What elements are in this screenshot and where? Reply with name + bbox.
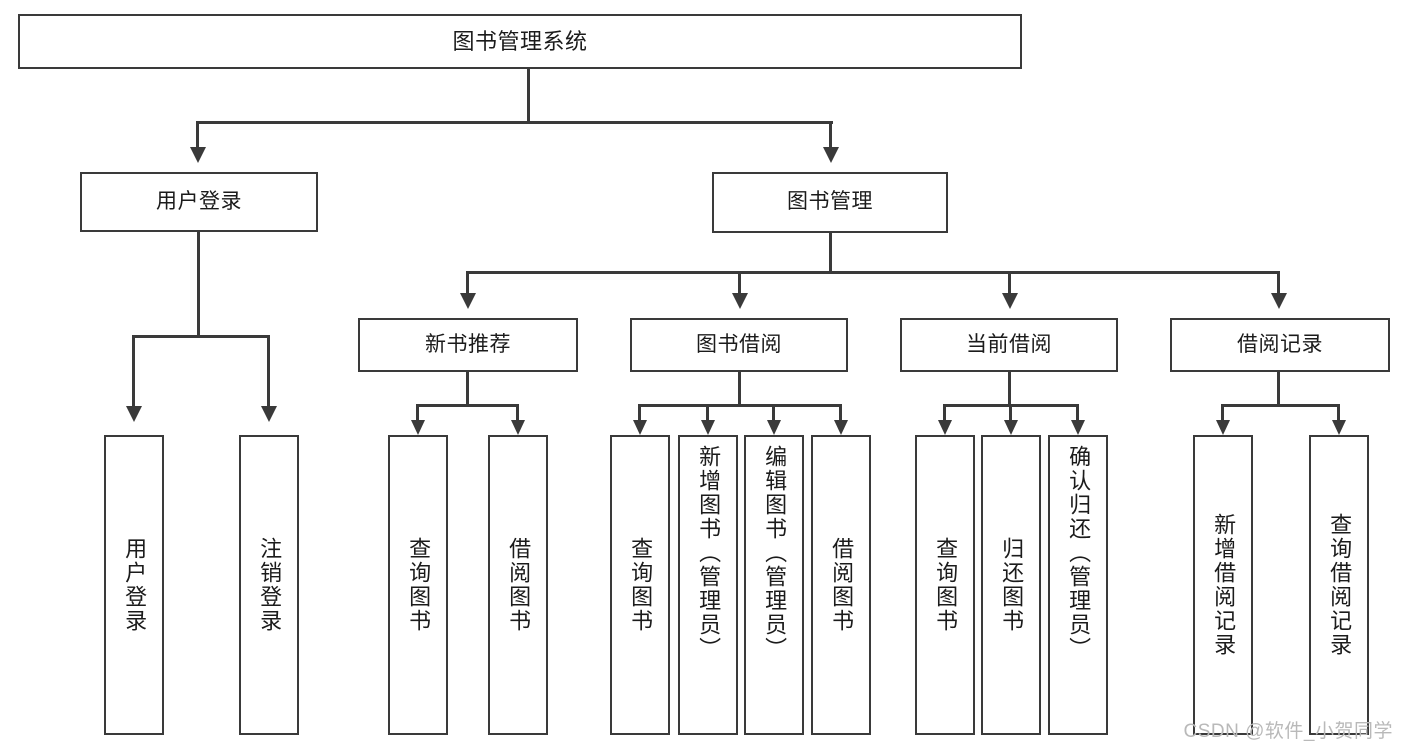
node-label: 查询图书 <box>406 537 432 633</box>
connector-user-login-to-leaf-2 <box>267 335 270 408</box>
arrow-bm-to-borrow-record <box>1271 293 1287 309</box>
node-label: 归还图书 <box>999 537 1025 633</box>
connector-bm-to-book-borrow <box>738 271 741 295</box>
node-label: 图书管理系统 <box>452 28 588 54</box>
connector-book-borrow-to-leaf-2 <box>706 404 709 422</box>
node-label: 新增借阅记录 <box>1211 513 1237 657</box>
connector-book-borrow-to-leaf-3 <box>772 404 775 422</box>
arrow-bm-to-new-book <box>460 293 476 309</box>
connector-borrow-record-to-leaf-2 <box>1337 404 1340 422</box>
node-label: 图书借阅 <box>696 332 782 356</box>
connector-root-bus <box>196 121 833 124</box>
connector-root-stem <box>527 69 530 123</box>
connector-bm-to-new-book <box>466 271 469 295</box>
arrow-new-book-to-leaf-1 <box>411 420 425 435</box>
leaf-query-borrow-record[interactable]: 查询借阅记录 <box>1309 435 1369 735</box>
connector-book-borrow-bus <box>638 404 842 407</box>
arrow-bm-to-current-borrow <box>1002 293 1018 309</box>
node-user-login[interactable]: 用户登录 <box>80 172 318 232</box>
connector-current-borrow-stem <box>1008 372 1011 406</box>
node-label: 用户登录 <box>156 189 242 213</box>
leaf-return-book[interactable]: 归还图书 <box>981 435 1041 735</box>
leaf-logout-login[interactable]: 注销登录 <box>239 435 299 735</box>
leaf-edit-book-admin[interactable]: 编辑图书（管理员） <box>744 435 804 735</box>
leaf-borrow-book-borrow[interactable]: 借阅图书 <box>811 435 871 735</box>
arrow-new-book-to-leaf-2 <box>511 420 525 435</box>
node-label: 借阅记录 <box>1237 332 1323 356</box>
connector-user-login-stem <box>197 232 200 337</box>
connector-user-login-to-leaf-1 <box>132 335 135 408</box>
leaf-confirm-return-admin[interactable]: 确认归还（管理员） <box>1048 435 1108 735</box>
connector-borrow-record-stem <box>1277 372 1280 406</box>
leaf-query-book-recommend[interactable]: 查询图书 <box>388 435 448 735</box>
node-label: 查询图书 <box>628 537 654 633</box>
connector-user-login-bus <box>132 335 270 338</box>
node-label: 新增图书（管理员） <box>696 445 722 661</box>
leaf-add-book-admin[interactable]: 新增图书（管理员） <box>678 435 738 735</box>
node-label: 注销登录 <box>257 537 283 633</box>
connector-book-management-bus <box>466 271 1280 274</box>
node-label: 当前借阅 <box>966 332 1052 356</box>
leaf-borrow-book-recommend[interactable]: 借阅图书 <box>488 435 548 735</box>
arrow-user-login-to-leaf-2 <box>261 406 277 422</box>
node-label: 用户登录 <box>122 537 148 633</box>
node-current-borrow[interactable]: 当前借阅 <box>900 318 1118 372</box>
node-label: 查询借阅记录 <box>1327 513 1353 657</box>
node-borrow-record[interactable]: 借阅记录 <box>1170 318 1390 372</box>
arrow-book-borrow-to-leaf-4 <box>834 420 848 435</box>
arrow-borrow-record-to-leaf-2 <box>1332 420 1346 435</box>
connector-borrow-record-bus <box>1221 404 1340 407</box>
connector-book-borrow-to-leaf-4 <box>839 404 842 422</box>
connector-root-to-user-login <box>196 121 199 149</box>
node-label: 新书推荐 <box>425 332 511 356</box>
leaf-query-book-current[interactable]: 查询图书 <box>915 435 975 735</box>
node-label: 图书管理 <box>787 190 873 214</box>
connector-borrow-record-to-leaf-1 <box>1221 404 1224 422</box>
node-root-system[interactable]: 图书管理系统 <box>18 14 1022 69</box>
connector-new-book-stem <box>466 372 469 406</box>
node-label: 编辑图书（管理员） <box>762 445 788 661</box>
arrow-book-borrow-to-leaf-2 <box>701 420 715 435</box>
node-label: 借阅图书 <box>506 537 532 633</box>
arrow-bm-to-book-borrow <box>732 293 748 309</box>
connector-new-book-to-leaf-2 <box>516 404 519 422</box>
node-book-management[interactable]: 图书管理 <box>712 172 948 233</box>
connector-bm-to-borrow-record <box>1277 271 1280 295</box>
connector-book-borrow-stem <box>738 372 741 406</box>
leaf-add-borrow-record[interactable]: 新增借阅记录 <box>1193 435 1253 735</box>
arrow-root-to-user-login <box>190 147 206 163</box>
connector-root-to-book-management <box>829 121 832 149</box>
leaf-user-login[interactable]: 用户登录 <box>104 435 164 735</box>
leaf-query-book-borrow[interactable]: 查询图书 <box>610 435 670 735</box>
arrow-book-borrow-to-leaf-1 <box>633 420 647 435</box>
arrow-current-borrow-to-leaf-1 <box>938 420 952 435</box>
arrow-book-borrow-to-leaf-3 <box>767 420 781 435</box>
arrow-root-to-book-management <box>823 147 839 163</box>
arrow-current-borrow-to-leaf-2 <box>1004 420 1018 435</box>
arrow-user-login-to-leaf-1 <box>126 406 142 422</box>
node-label: 借阅图书 <box>829 537 855 633</box>
node-label: 确认归还（管理员） <box>1066 445 1092 661</box>
watermark-text: CSDN @软件_小贺同学 <box>1183 721 1393 742</box>
connector-new-book-bus <box>416 404 519 407</box>
connector-current-borrow-to-leaf-1 <box>943 404 946 422</box>
connector-current-borrow-to-leaf-2 <box>1009 404 1012 422</box>
connector-current-borrow-to-leaf-3 <box>1076 404 1079 422</box>
arrow-borrow-record-to-leaf-1 <box>1216 420 1230 435</box>
connector-book-borrow-to-leaf-1 <box>638 404 641 422</box>
connector-bm-to-current-borrow <box>1008 271 1011 295</box>
arrow-current-borrow-to-leaf-3 <box>1071 420 1085 435</box>
node-book-borrow[interactable]: 图书借阅 <box>630 318 848 372</box>
connector-new-book-to-leaf-1 <box>416 404 419 422</box>
connector-book-management-stem <box>829 233 832 273</box>
node-new-book-recommend[interactable]: 新书推荐 <box>358 318 578 372</box>
node-label: 查询图书 <box>933 537 959 633</box>
